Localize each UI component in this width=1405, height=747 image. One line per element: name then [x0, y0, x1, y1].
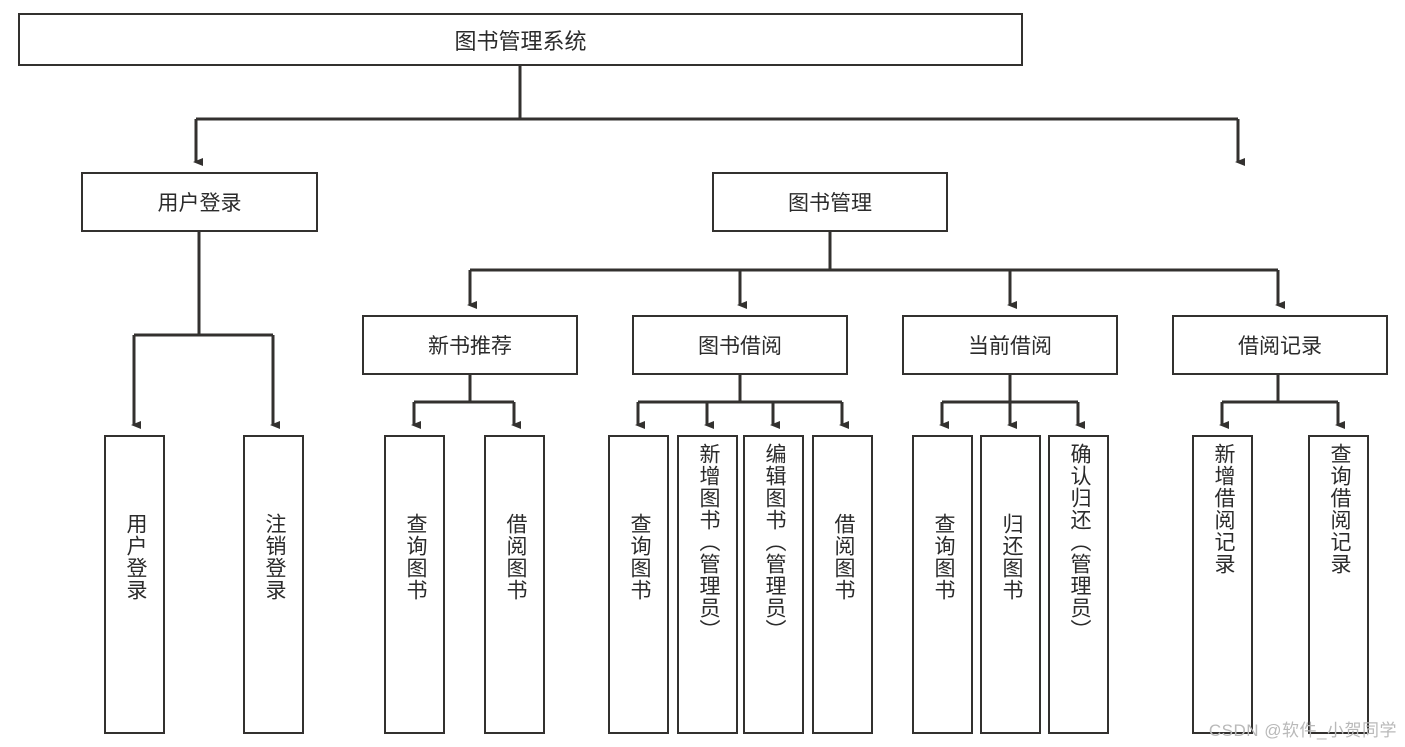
node-label: 当前借阅	[968, 335, 1052, 358]
leaf-label: 借阅图书	[503, 513, 527, 601]
node-label: 用户登录	[157, 192, 242, 215]
leaf-label: 查询图书	[931, 513, 955, 601]
leaf-label: 注销登录	[262, 513, 286, 601]
leaf-user-login[interactable]: 用户登录	[104, 435, 165, 734]
node-current-borrow[interactable]: 当前借阅	[902, 315, 1118, 375]
leaf-label: 新增图书（管理员）	[696, 443, 720, 641]
node-label: 新书推荐	[428, 335, 512, 358]
leaf-query-book-recommend[interactable]: 查询图书	[384, 435, 445, 734]
leaf-label: 确认归还（管理员）	[1067, 443, 1091, 641]
leaf-confirm-return-admin[interactable]: 确认归还（管理员）	[1048, 435, 1109, 734]
node-label: 图书管理系统	[454, 28, 587, 54]
leaf-label: 归还图书	[999, 513, 1023, 601]
node-user-login[interactable]: 用户登录	[81, 172, 318, 232]
leaf-query-book-borrow[interactable]: 查询图书	[608, 435, 669, 734]
node-borrow-record[interactable]: 借阅记录	[1172, 315, 1388, 375]
node-label: 图书管理	[788, 192, 872, 215]
node-book-borrow[interactable]: 图书借阅	[632, 315, 848, 375]
leaf-label: 新增借阅记录	[1211, 443, 1235, 575]
leaf-label: 查询图书	[627, 513, 651, 601]
node-new-book-recommend[interactable]: 新书推荐	[362, 315, 578, 375]
leaf-label: 借阅图书	[831, 513, 855, 601]
leaf-borrow-book-recommend[interactable]: 借阅图书	[484, 435, 545, 734]
leaf-query-borrow-record[interactable]: 查询借阅记录	[1308, 435, 1369, 734]
node-root-library-system[interactable]: 图书管理系统	[18, 13, 1023, 66]
leaf-borrow-book[interactable]: 借阅图书	[812, 435, 873, 734]
leaf-add-borrow-record[interactable]: 新增借阅记录	[1192, 435, 1253, 734]
leaf-label: 用户登录	[123, 513, 147, 601]
node-label: 图书借阅	[698, 335, 782, 358]
leaf-edit-book-admin[interactable]: 编辑图书（管理员）	[743, 435, 804, 734]
node-label: 借阅记录	[1238, 335, 1322, 358]
node-book-management[interactable]: 图书管理	[712, 172, 948, 232]
leaf-query-book-current[interactable]: 查询图书	[912, 435, 973, 734]
leaf-user-logout[interactable]: 注销登录	[243, 435, 304, 734]
leaf-add-book-admin[interactable]: 新增图书（管理员）	[677, 435, 738, 734]
leaf-label: 查询借阅记录	[1327, 443, 1351, 575]
leaf-label: 查询图书	[403, 513, 427, 601]
leaf-return-book[interactable]: 归还图书	[980, 435, 1041, 734]
leaf-label: 编辑图书（管理员）	[762, 443, 786, 641]
